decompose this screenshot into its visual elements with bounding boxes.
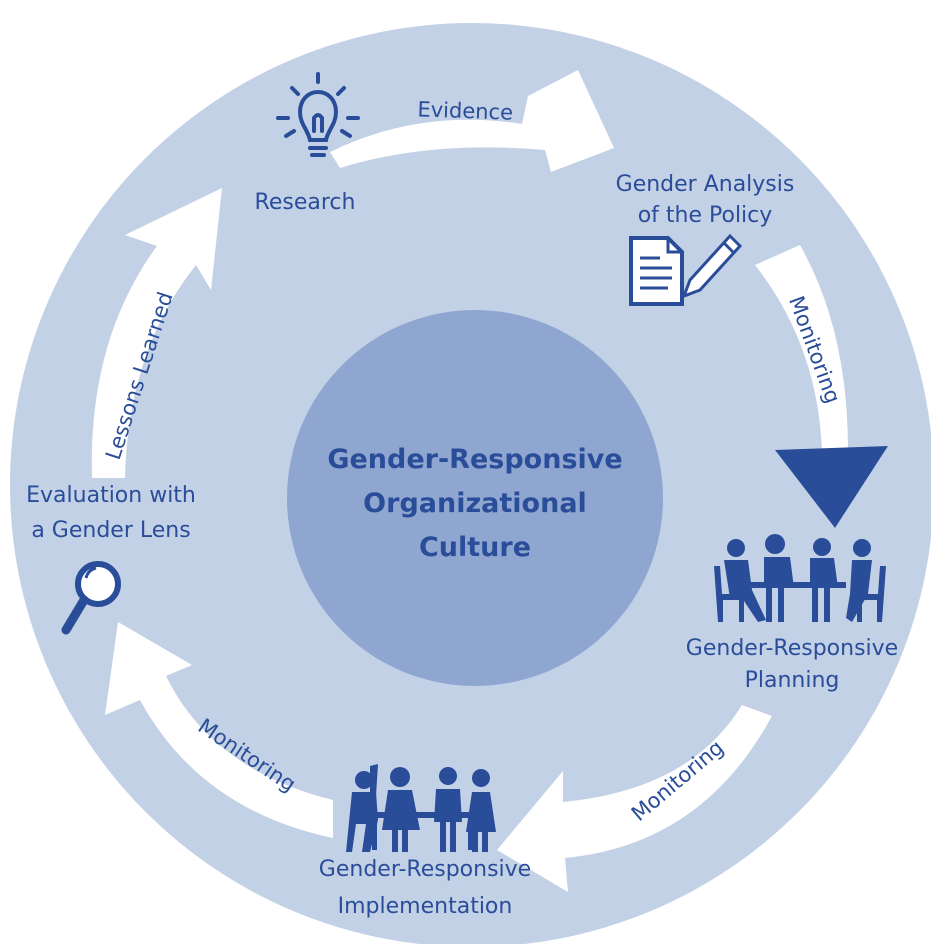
stage-label-analysis-2: of the Policy	[638, 203, 773, 228]
stage-label-research: Research	[255, 190, 356, 215]
stage-label-implementation-2: Implementation	[338, 894, 513, 919]
center-line-2: Organizational	[363, 488, 587, 519]
center-line-3: Culture	[419, 532, 531, 563]
arrow-monitoring-bottom-left	[105, 622, 333, 838]
stage-label-planning-1: Gender-Responsive	[686, 636, 898, 661]
team-standing-icon	[346, 764, 496, 852]
stage-label-evaluation-1: Evaluation with	[26, 483, 196, 508]
document-pencil-icon	[629, 233, 743, 306]
stage-label-implementation-1: Gender-Responsive	[319, 857, 531, 882]
stage-analysis: Gender Analysis of the Policy	[616, 172, 795, 306]
stage-label-planning-2: Planning	[745, 668, 840, 693]
arrow-monitoring-right	[755, 245, 888, 528]
arrow-monitoring-bottom-right	[497, 705, 772, 892]
stage-planning: Gender-Responsive Planning	[686, 534, 898, 693]
center-title: Gender-Responsive Organizational Culture	[327, 444, 622, 563]
magnifier-icon	[61, 561, 121, 635]
arrow-lessons-learned	[91, 188, 222, 478]
inner-circle	[287, 310, 663, 686]
center-line-1: Gender-Responsive	[327, 444, 622, 475]
meeting-table-icon	[714, 534, 886, 622]
stage-label-analysis-1: Gender Analysis	[616, 172, 795, 197]
stage-implementation: Gender-Responsive Implementation	[319, 764, 531, 919]
lightbulb-icon	[276, 72, 360, 157]
arrow-evidence	[330, 70, 614, 172]
arrow-label-evidence: Evidence	[417, 97, 513, 124]
stage-label-evaluation-2: a Gender Lens	[31, 518, 190, 543]
stage-evaluation: Evaluation with a Gender Lens	[26, 483, 196, 635]
stage-research: Research	[255, 72, 360, 215]
